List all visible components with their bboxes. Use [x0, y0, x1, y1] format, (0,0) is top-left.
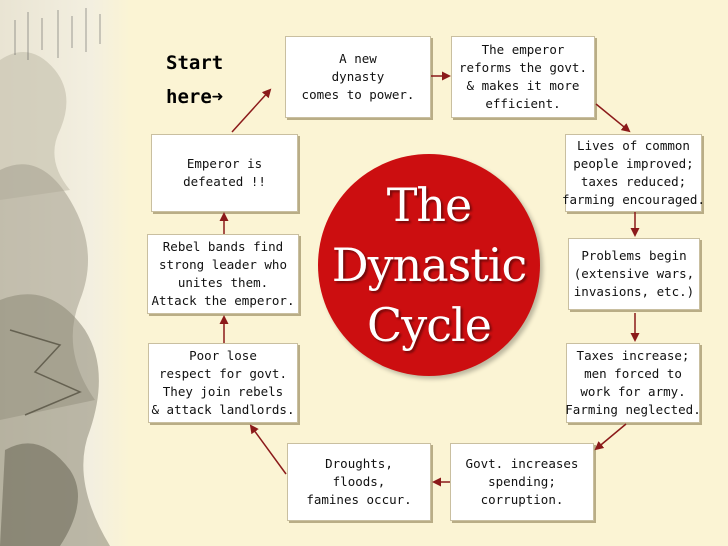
step-emperor-defeated: Emperor is defeated !! — [151, 134, 298, 212]
step-text: & makes it more — [466, 78, 580, 93]
center-title-circle: The Dynastic Cycle — [318, 154, 540, 376]
step-text: Rebel bands find — [162, 239, 284, 254]
step-text: efficient. — [485, 96, 561, 111]
step-govt-spending: Govt. increases spending; corruption. — [450, 443, 594, 521]
arrow-5-to-6 — [594, 423, 627, 451]
step-text: reforms the govt. — [459, 60, 587, 75]
arrow-10-to-1 — [231, 88, 272, 133]
step-text: corruption. — [480, 492, 564, 507]
step-droughts-floods: Droughts, floods, famines occur. — [287, 443, 431, 521]
step-emperor-reforms: The emperor reforms the govt. & makes it… — [451, 36, 595, 118]
step-text: They join rebels — [162, 384, 284, 399]
step-text: Taxes increase; — [576, 348, 690, 363]
step-text: respect for govt. — [159, 366, 287, 381]
step-problems-begin: Problems begin (extensive wars, invasion… — [568, 238, 700, 310]
step-text: Droughts, — [325, 456, 393, 471]
step-text: Attack the emperor. — [151, 293, 295, 308]
step-text: strong leader who — [159, 257, 287, 272]
start-label-line: here➜ — [166, 86, 224, 108]
step-text: Govt. increases — [465, 456, 579, 471]
step-text: farming encouraged. — [562, 192, 705, 207]
arrow-2-to-3 — [595, 103, 631, 133]
step-lives-improved: Lives of common people improved; taxes r… — [562, 134, 705, 212]
step-text: Lives of common — [577, 138, 690, 153]
step-text: & attack landlords. — [151, 402, 295, 417]
step-rebel-bands: Rebel bands find strong leader who unite… — [147, 234, 299, 314]
center-title-line: Cycle — [367, 298, 492, 352]
step-text: men forced to — [584, 366, 682, 381]
step-text: Poor lose — [189, 348, 257, 363]
step-text: floods, — [332, 474, 386, 489]
step-text: Farming neglected. — [565, 402, 701, 417]
step-text: people improved; — [573, 156, 694, 171]
step-taxes-increase: Taxes increase; men forced to work for a… — [565, 343, 701, 423]
step-text: A new — [339, 51, 377, 66]
step-text: work for army. — [580, 384, 686, 399]
step-text: invasions, etc.) — [573, 284, 695, 299]
step-text: The emperor — [481, 42, 565, 57]
start-label-line: Start — [166, 52, 224, 74]
step-text: spending; — [488, 474, 556, 489]
center-title-line: Dynastic — [331, 238, 527, 292]
step-text: Emperor is — [186, 156, 263, 171]
step-text: Problems begin — [581, 248, 687, 263]
step-text: defeated !! — [183, 174, 266, 189]
step-text: taxes reduced; — [580, 174, 687, 189]
step-new-dynasty: A new dynasty comes to power. — [285, 36, 431, 118]
center-title-line: The — [386, 178, 473, 232]
step-text: famines occur. — [306, 492, 412, 507]
step-text: (extensive wars, — [573, 266, 695, 281]
step-poor-lose-respect: Poor lose respect for govt. They join re… — [148, 343, 298, 423]
landscape-painting — [0, 0, 130, 546]
step-text: unites them. — [177, 275, 269, 290]
step-text: dynasty — [331, 69, 385, 84]
start-label: Start here➜ — [166, 46, 223, 114]
step-text: comes to power. — [301, 87, 415, 102]
arrow-7-to-8 — [249, 424, 287, 475]
